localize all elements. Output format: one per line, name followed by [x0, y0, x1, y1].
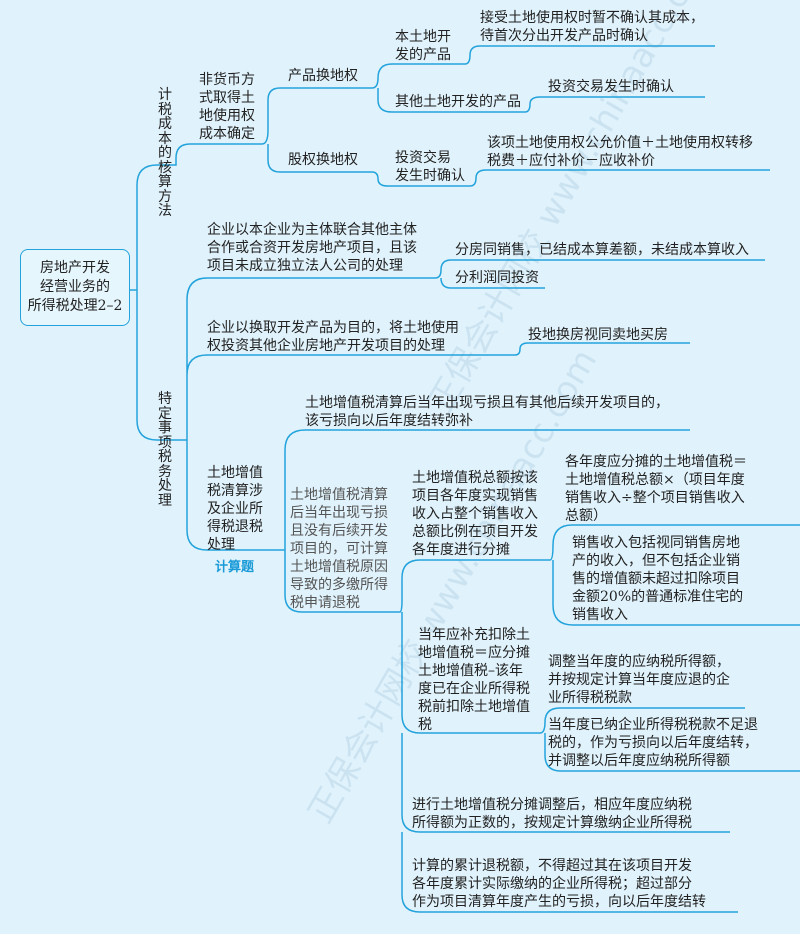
node-other-land: 其他土地开发的产品: [395, 94, 521, 110]
node-joint-dev: 企业以本企业为主体联合其他主体 合作或合资开发房地产项目，且该 项目未成立独立法…: [207, 222, 417, 274]
node-equity-timing: 投资交易 发生时确认: [395, 150, 465, 184]
rule-joint-house: 分房同销售，已结成本算差额，未结成本算收入: [455, 242, 749, 258]
node-with-future: 土地增值税清算后当年出现亏损且有其他后续开发项目的， 该亏损向以后年度结转弥补: [305, 395, 669, 429]
allocate-note: 销售收入包括视同销售房地 产的收入，但不包括企业销 售的增值额未超过扣除项目 金…: [572, 535, 744, 623]
rule-other-land: 投资交易发生时确认: [548, 79, 674, 95]
rule-joint-profit: 分利润同投资: [455, 270, 539, 286]
node-refund-cap: 计算的累计退税额，不得超过其在该项目开发 各年度累计实际缴纳的企业所得税；超过部…: [412, 858, 706, 910]
node-no-future: 土地增值税清算 后当年出现亏损 且没有后续开发 项目的，可计算 土地增值税原因 …: [290, 487, 388, 611]
rule-own-land: 接受土地使用权时暂不确认其成本， 待首次分出开发产品时确认: [480, 10, 704, 44]
node-allocate: 土地增值税总额按该 项目各年度实现销售 收入占整个销售收入 总额比例在项目开发 …: [412, 470, 538, 558]
branch-special-items: 特定事项税务处理: [158, 391, 172, 509]
node-supplement: 当年应补充扣除土 地增值税＝应分摊 土地增值税–该年 度已在企业所得税 税前扣除…: [418, 627, 530, 733]
node-equity-swap: 股权换地权: [288, 152, 358, 168]
rule-equity: 该项土地使用权公允价值＋土地使用权转移 税费＋应付补价－应收补价: [487, 135, 753, 169]
root-label: 房地产开发 经营业务的 所得税处理2–2: [27, 260, 123, 314]
node-non-monetary: 非货币方 式取得土 地使用权 成本确定: [199, 72, 255, 142]
node-land-invest: 企业以换取开发产品为目的，将土地使用 权投资其他企业房地产开发项目的处理: [207, 320, 459, 354]
node-own-land: 本土地开 发的产品: [395, 29, 451, 63]
root-node: 房地产开发 经营业务的 所得税处理2–2: [20, 249, 130, 326]
supplement-adjust: 调整当年度的应纳税所得额， 并按规定计算当年度应退的企 业所得税税款: [548, 654, 730, 706]
node-product-swap: 产品换地权: [288, 68, 358, 84]
supplement-shortfall: 当年度已纳企业所得税税款不足退 税的，作为亏损向以后年度结转， 并调整以后年度应…: [548, 717, 758, 769]
calc-question-tag: 计算题: [215, 560, 255, 575]
allocate-formula: 各年度应分摊的土地增值税＝ 土地增值税总额×（项目年度 销售收入÷整个项目销售收…: [565, 454, 747, 524]
node-lat-refund: 土地增值 税清算涉 及企业所 得税退税 处理: [207, 465, 263, 553]
node-positive: 进行土地增值税分摊调整后，相应年度应纳税 所得额为正数的，按规定计算缴纳企业所得…: [412, 797, 692, 831]
rule-land-invest: 投地换房视同卖地买房: [528, 327, 668, 343]
branch-cost-method: 计税成本的核算方法: [158, 87, 172, 219]
